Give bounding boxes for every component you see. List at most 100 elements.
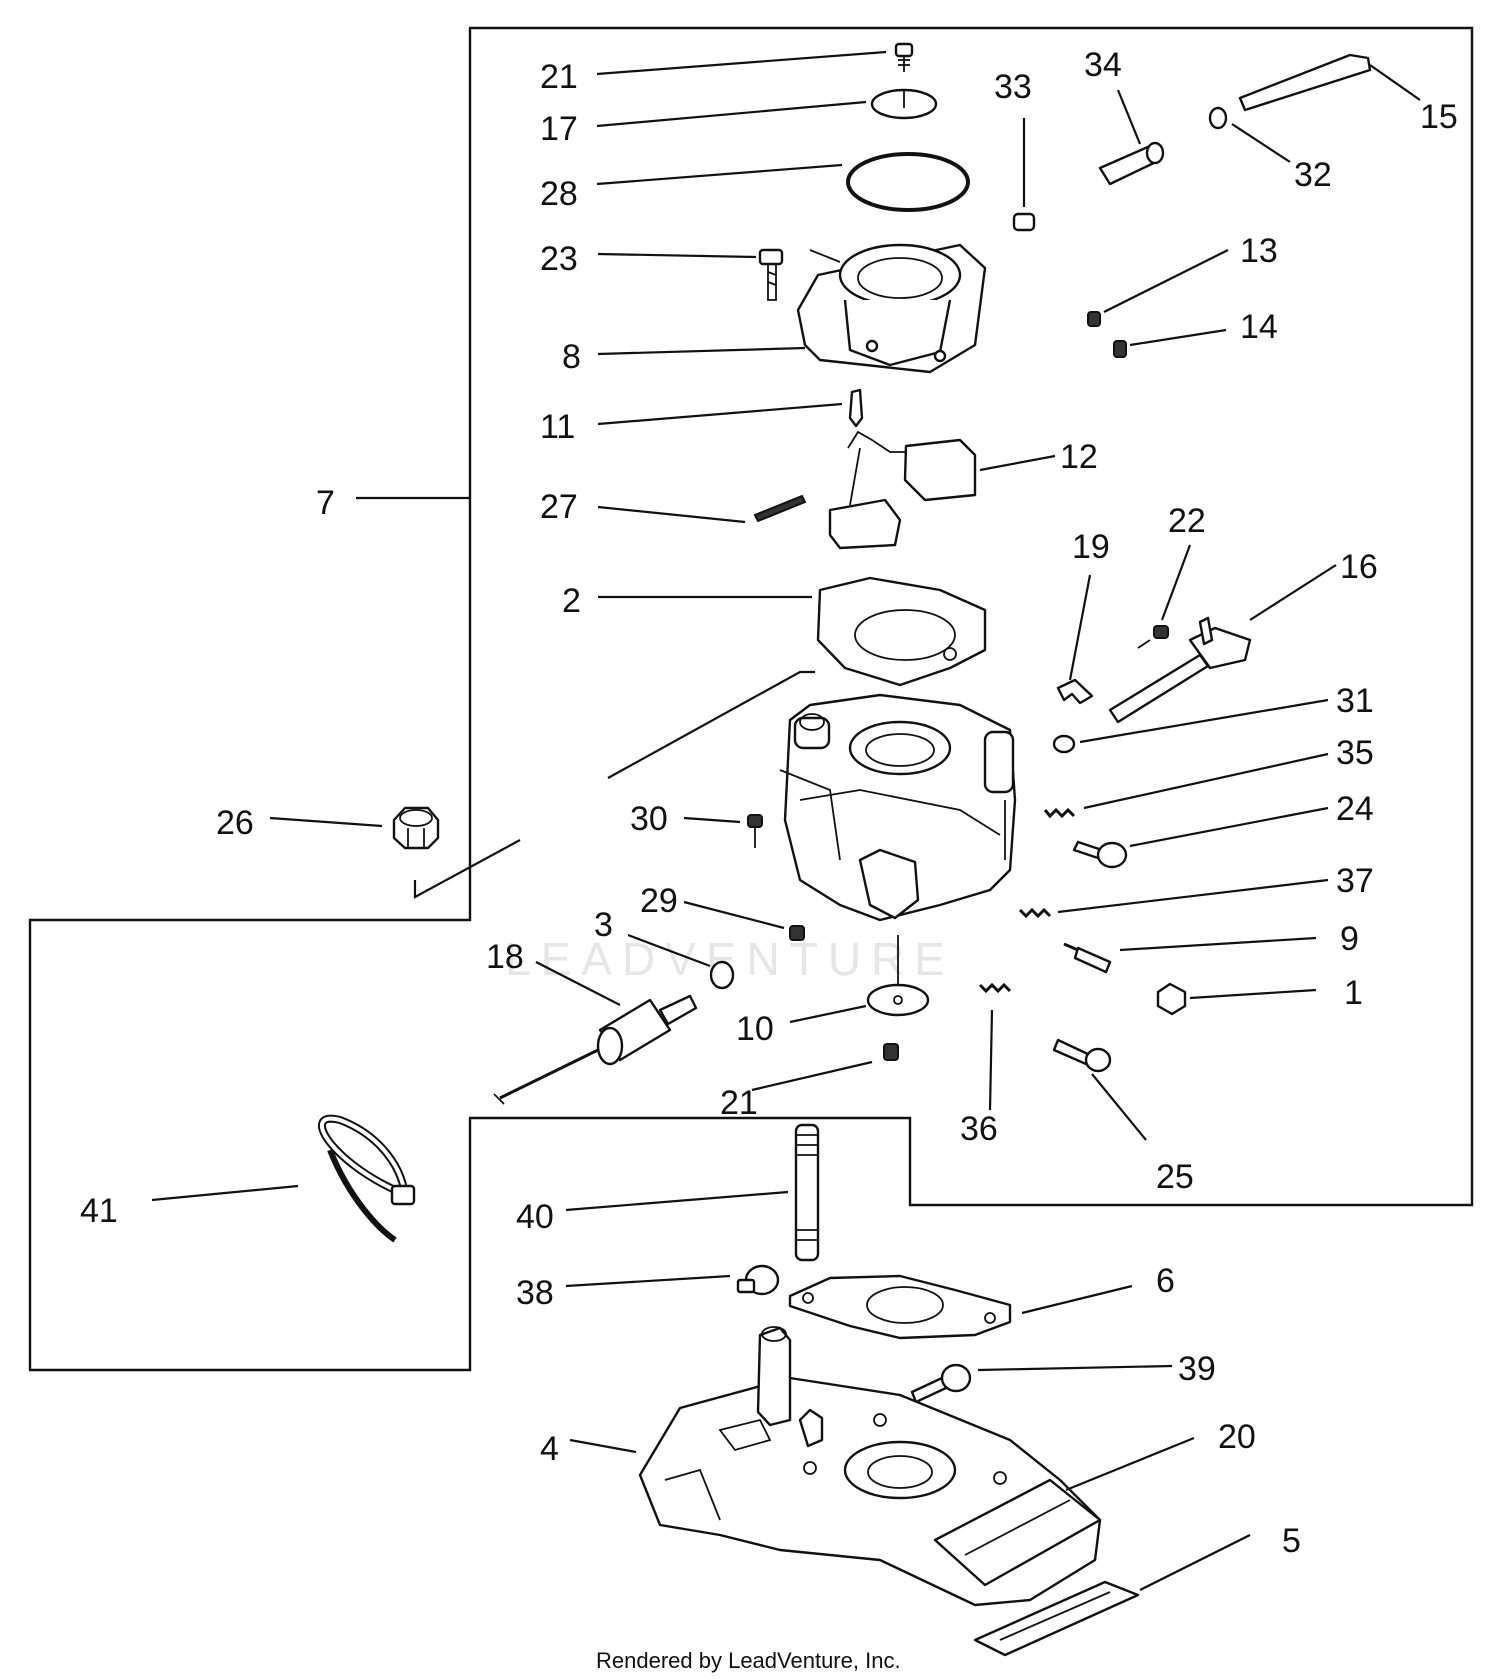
callout-28: 28 [540, 175, 578, 213]
leader-24 [1129, 806, 1329, 848]
bolt-part-38 [736, 1264, 780, 1296]
leader-26 [269, 816, 383, 828]
screw-part-29 [789, 925, 805, 941]
callout-12: 12 [1060, 438, 1098, 476]
leader-40 [565, 1190, 789, 1212]
callout-36: 36 [960, 1110, 998, 1148]
leader-39 [977, 1364, 1173, 1372]
spring-part-37 [1018, 907, 1052, 919]
leader-30 [683, 816, 741, 824]
leader-13 [1103, 249, 1229, 313]
callout-8: 8 [562, 338, 581, 376]
throttle-shaft-part-16 [1108, 616, 1252, 724]
leader-35 [1083, 752, 1329, 810]
callout-23: 23 [540, 240, 578, 278]
plug-part-14 [1113, 340, 1127, 358]
callout-30: 30 [630, 800, 668, 838]
upper-body-part-8 [796, 243, 987, 374]
callout-21-bottom: 21 [720, 1084, 758, 1122]
leader-19 [1068, 574, 1092, 681]
plug-part-33 [1012, 212, 1036, 232]
leader-5 [1139, 1534, 1251, 1591]
clip-part-19 [1056, 678, 1094, 705]
callout-27: 27 [540, 488, 578, 526]
callout-17: 17 [540, 110, 578, 148]
stud-part-40 [794, 1123, 820, 1262]
leader-28 [596, 163, 843, 186]
callout-9: 9 [1340, 920, 1359, 958]
screw-part-30 [747, 814, 763, 848]
leader-21-top [596, 50, 887, 76]
callout-7: 7 [316, 484, 335, 522]
leader-23 [597, 252, 757, 259]
callout-11: 11 [540, 408, 575, 446]
spring-part-35 [1043, 807, 1076, 819]
callout-33: 33 [994, 68, 1032, 106]
callout-18: 18 [486, 938, 524, 976]
bolt-part-39 [910, 1363, 972, 1404]
gasket-part-5 [973, 1580, 1140, 1657]
solenoid-part-18 [493, 994, 698, 1105]
callout-32: 32 [1294, 156, 1332, 194]
plug-part-13 [1087, 311, 1101, 327]
leader-17 [596, 100, 867, 128]
leader-27 [597, 505, 746, 524]
gasket-part-6 [788, 1274, 1012, 1340]
callout-20: 20 [1218, 1418, 1256, 1456]
screw-part-25 [1052, 1038, 1112, 1073]
leader-1 [1189, 988, 1317, 1000]
leader-21-bottom [751, 1060, 873, 1092]
leader-31 [1079, 698, 1329, 744]
leader-38 [565, 1274, 731, 1288]
needle-valve-part-9 [1063, 942, 1112, 974]
leader-32 [1231, 123, 1291, 163]
leader-20 [1065, 1436, 1195, 1492]
leader-29 [683, 900, 785, 930]
leader-15 [1369, 64, 1421, 101]
callout-37: 37 [1336, 862, 1374, 900]
leader-25 [1091, 1073, 1147, 1141]
callout-15: 15 [1420, 98, 1458, 136]
leader-18 [535, 961, 621, 1006]
callout-2: 2 [562, 582, 581, 620]
callout-29: 29 [640, 882, 678, 920]
leader-41 [151, 1184, 299, 1202]
washer-part-32 [1208, 106, 1228, 130]
callout-4: 4 [540, 1430, 559, 1468]
assembly-frame [28, 26, 1474, 1372]
bracket-line-assembly [413, 670, 815, 899]
leader-8 [597, 346, 806, 356]
float-part-12 [828, 430, 977, 550]
callout-21-top: 21 [540, 58, 578, 96]
callout-13: 13 [1240, 232, 1278, 270]
leader-37 [1057, 878, 1329, 914]
callout-39: 39 [1178, 1350, 1216, 1388]
callout-5: 5 [1282, 1522, 1301, 1560]
leader-11 [597, 402, 843, 426]
washer-part-3 [709, 960, 735, 990]
callout-34: 34 [1084, 46, 1122, 84]
carburetor-main-body [779, 693, 1017, 922]
callout-22: 22 [1168, 502, 1206, 540]
callout-35: 35 [1336, 734, 1374, 772]
callout-31: 31 [1336, 682, 1374, 720]
leader-16 [1249, 564, 1337, 621]
clamp-part-41 [318, 1114, 416, 1243]
leader-3 [627, 933, 711, 968]
callout-1: 1 [1344, 974, 1363, 1012]
screw-part-23 [758, 248, 784, 301]
choke-rod-part-15 [1238, 53, 1372, 112]
leader-22 [1160, 544, 1192, 621]
callout-38: 38 [516, 1274, 554, 1312]
callout-6: 6 [1156, 1262, 1175, 1300]
leader-12 [979, 454, 1056, 472]
plate-part-10 [866, 935, 930, 1017]
callout-14: 14 [1240, 308, 1278, 346]
gasket-part-2 [816, 576, 987, 687]
o-ring-part-28 [846, 152, 970, 212]
leader-36 [988, 1009, 994, 1111]
callout-41: 41 [80, 1192, 118, 1230]
washer-part-31 [1052, 734, 1076, 754]
callout-10: 10 [736, 1010, 774, 1048]
